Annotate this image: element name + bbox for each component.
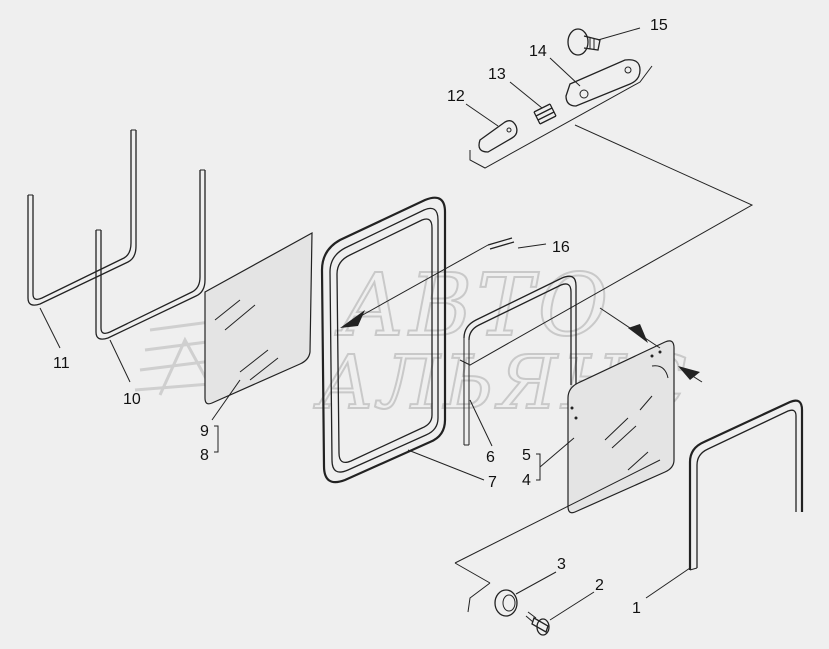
part-9-glass-pane xyxy=(204,231,313,405)
assembly-lines xyxy=(349,65,754,613)
callout-11: 11 xyxy=(53,355,70,372)
part-10-seal xyxy=(95,169,206,340)
callout-14: 14 xyxy=(529,43,547,60)
callout-labels: 1 2 3 4 5 6 7 8 9 10 11 12 13 14 15 16 xyxy=(53,17,668,617)
callout-15: 15 xyxy=(650,17,668,34)
callout-4: 4 xyxy=(522,472,531,489)
part-13-spring xyxy=(533,103,557,125)
arrow-down-icon xyxy=(628,324,648,343)
callout-9: 9 xyxy=(200,423,209,440)
callout-3: 3 xyxy=(557,556,566,573)
part-6-seal xyxy=(463,275,577,446)
callout-6: 6 xyxy=(486,449,495,466)
callout-16: 16 xyxy=(552,239,570,256)
callout-8: 8 xyxy=(200,447,209,464)
callout-2: 2 xyxy=(595,577,604,594)
part-5-glass-pane xyxy=(567,340,675,514)
leader-lines xyxy=(39,27,691,621)
callout-13: 13 xyxy=(488,66,506,83)
part-16-strip xyxy=(487,237,515,250)
callout-1: 1 xyxy=(632,600,641,617)
part-7-frame xyxy=(320,196,447,484)
watermark: АВТО АЛЬЯНС xyxy=(134,255,688,427)
callout-10: 10 xyxy=(123,391,141,408)
part-15-knob xyxy=(567,28,601,56)
part-14-latch-body xyxy=(565,59,641,107)
part-12-pin xyxy=(478,120,518,153)
part-2-screw xyxy=(525,611,550,636)
arrow-icons xyxy=(340,310,700,380)
callout-5: 5 xyxy=(522,447,531,464)
arrow-in-icon xyxy=(678,366,700,380)
arrow-left-icon xyxy=(340,310,365,328)
callout-12: 12 xyxy=(447,88,465,105)
callout-7: 7 xyxy=(488,474,497,491)
part-1-seal xyxy=(688,399,804,571)
part-3-washer xyxy=(494,589,518,617)
part-11-seal xyxy=(27,129,137,306)
